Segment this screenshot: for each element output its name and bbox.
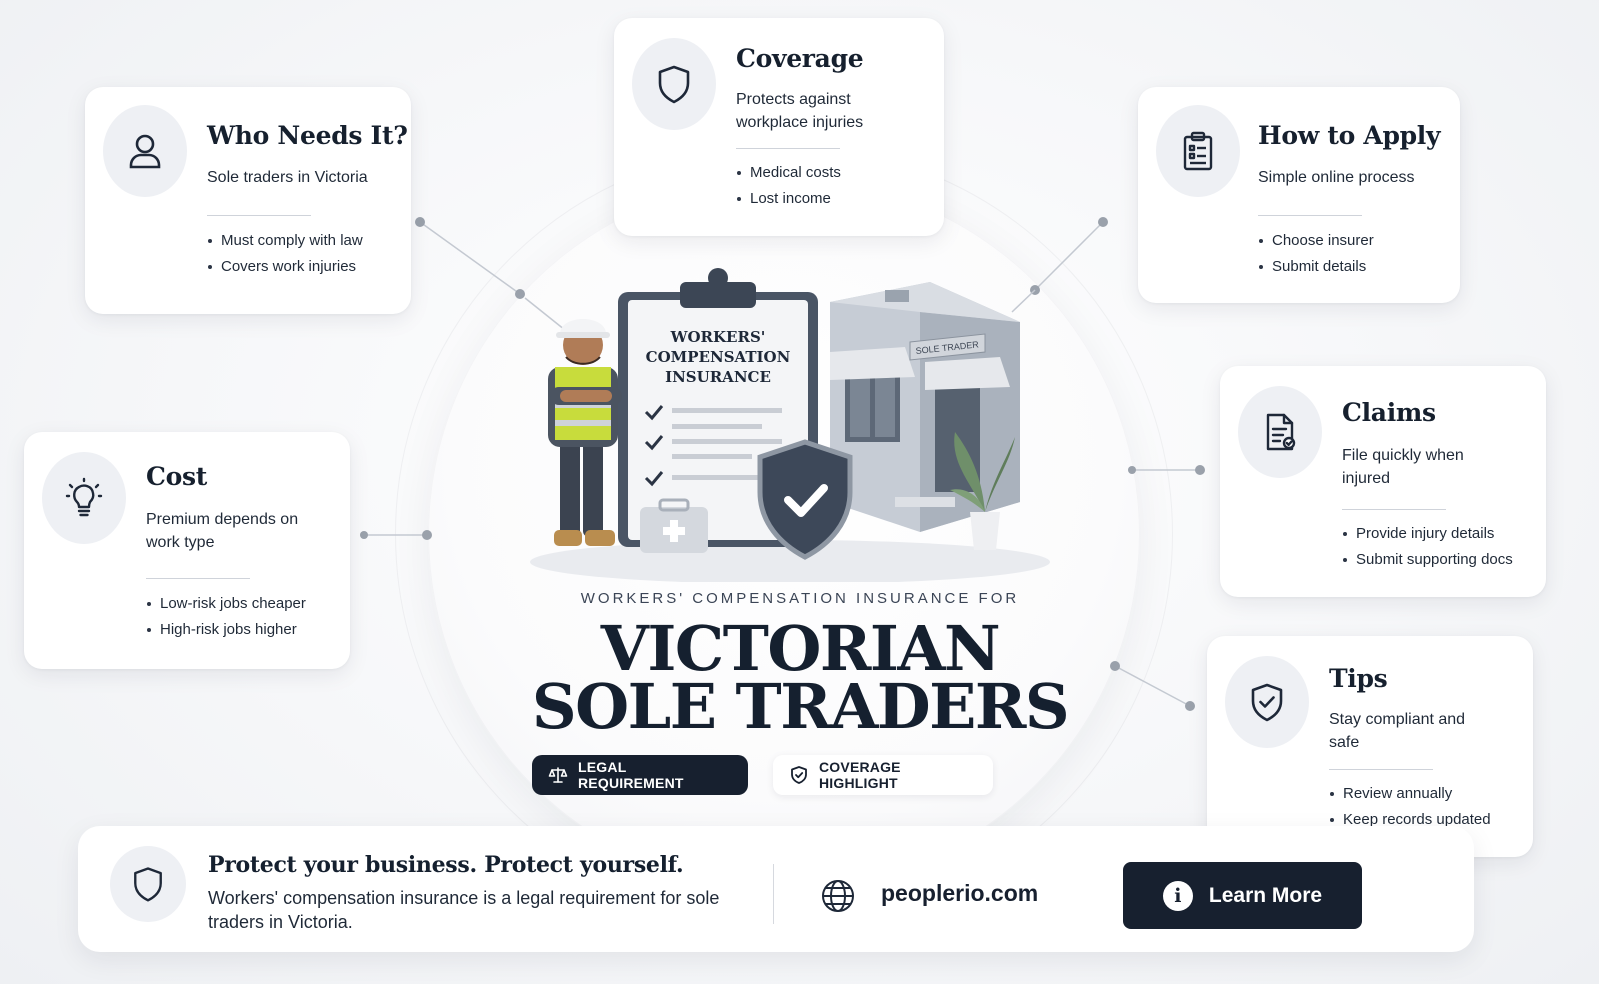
shield-icon bbox=[110, 846, 186, 922]
card-subtitle: File quickly when injured bbox=[1342, 447, 1464, 487]
shield-icon bbox=[632, 38, 716, 130]
card-bullet-list: Review annually Keep records updated bbox=[1329, 781, 1491, 833]
hero-eyebrow: WORKERS' COMPENSATION INSURANCE FOR bbox=[580, 590, 1020, 607]
list-item: Provide injury details bbox=[1342, 521, 1513, 547]
list-item: High-risk jobs higher bbox=[146, 617, 306, 643]
list-item: Keep records updated bbox=[1329, 807, 1491, 833]
clipboard-text-line: INSURANCE bbox=[665, 368, 771, 386]
learn-more-label: Learn More bbox=[1208, 883, 1323, 907]
card-divider bbox=[1258, 215, 1362, 216]
list-item: Review annually bbox=[1329, 781, 1491, 807]
card-cost: Cost Premium depends on work type Low-ri… bbox=[24, 432, 350, 669]
card-bullet-list: Low-risk jobs cheaper High-risk jobs hig… bbox=[146, 591, 306, 643]
card-who-needs-it: Who Needs It? Sole traders in Victoria M… bbox=[85, 87, 411, 314]
card-title: Cost bbox=[146, 462, 207, 491]
card-divider bbox=[1329, 769, 1433, 770]
card-subtitle: Sole traders in Victoria bbox=[207, 169, 368, 186]
card-title: Tips bbox=[1329, 664, 1388, 693]
globe-icon bbox=[822, 880, 854, 912]
card-title: Coverage bbox=[736, 44, 864, 73]
card-divider bbox=[736, 148, 840, 149]
clipboard-text-line: WORKERS' bbox=[670, 328, 766, 346]
clipboard-title-text: WORKERS' COMPENSATION INSURANCE bbox=[646, 328, 791, 386]
footer-banner: Protect your business. Protect yourself.… bbox=[78, 826, 1474, 952]
clipboard-text: WORKERS' COMPENSATION INSURANCE bbox=[646, 328, 791, 386]
card-title: Who Needs It? bbox=[207, 121, 408, 150]
card-divider bbox=[207, 215, 311, 216]
card-title: How to Apply bbox=[1258, 121, 1441, 150]
card-coverage: Coverage Protects against workplace inju… bbox=[614, 18, 944, 236]
list-item: Submit supporting docs bbox=[1342, 547, 1513, 573]
shield-badge bbox=[757, 439, 853, 560]
coverage-highlight-badge: COVERAGE HIGHLIGHT bbox=[773, 755, 993, 795]
list-item: Lost income bbox=[736, 186, 841, 212]
card-subtitle: Simple online process bbox=[1258, 169, 1415, 186]
legal-requirement-label: LEGAL REQUIREMENT bbox=[578, 759, 684, 791]
card-tips: Tips Stay compliant and safe Review annu… bbox=[1207, 636, 1533, 857]
potted-plant bbox=[950, 432, 1015, 550]
list-item: Covers work injuries bbox=[207, 254, 363, 280]
card-subtitle: Premium depends on work type bbox=[146, 511, 299, 551]
shop-building: SOLE TRADER bbox=[830, 282, 1020, 532]
list-item: Choose insurer bbox=[1258, 228, 1374, 254]
coverage-highlight-label: COVERAGE HIGHLIGHT bbox=[819, 759, 901, 791]
clipboard-icon bbox=[1156, 105, 1240, 197]
info-icon: i bbox=[1162, 880, 1193, 911]
worker-figure bbox=[548, 319, 622, 546]
list-item: Low-risk jobs cheaper bbox=[146, 591, 306, 617]
hero-title-line2: SOLE TRADERS bbox=[531, 670, 1070, 743]
hero-title-line1: VICTORIAN bbox=[600, 612, 1001, 685]
shield-check-icon bbox=[1225, 656, 1309, 748]
clipboard-text-line: COMPENSATION bbox=[646, 348, 791, 366]
footer-body: Workers' compensation insurance is a leg… bbox=[208, 888, 720, 932]
card-subtitle: Stay compliant and safe bbox=[1329, 711, 1466, 751]
shield-check-icon bbox=[791, 766, 807, 784]
website-link[interactable]: peoplerio.com bbox=[881, 880, 1039, 906]
person-icon bbox=[103, 105, 187, 197]
hero-illustration: SOLE TRADER WORKERS' COMPENSATION INSURANC… bbox=[530, 268, 1050, 582]
footer-headline: Protect your business. Protect yourself. bbox=[208, 852, 684, 878]
card-bullet-list: Medical costs Lost income bbox=[736, 160, 841, 212]
card-divider bbox=[146, 578, 250, 579]
scale-icon bbox=[548, 767, 568, 783]
lightbulb-icon bbox=[42, 452, 126, 544]
list-item: Submit details bbox=[1258, 254, 1374, 280]
first-aid-kit bbox=[640, 498, 708, 553]
card-bullet-list: Provide injury details Submit supporting… bbox=[1342, 521, 1513, 573]
card-claims: Claims File quickly when injured Provide… bbox=[1220, 366, 1546, 597]
document-check-icon bbox=[1238, 386, 1322, 478]
legal-requirement-badge: LEGAL REQUIREMENT bbox=[532, 755, 748, 795]
card-divider bbox=[1342, 509, 1446, 510]
card-title: Claims bbox=[1342, 398, 1436, 427]
card-bullet-list: Choose insurer Submit details bbox=[1258, 228, 1374, 280]
list-item: Medical costs bbox=[736, 160, 841, 186]
card-subtitle: Protects against workplace injuries bbox=[736, 91, 864, 131]
learn-more-button[interactable]: i Learn More bbox=[1123, 862, 1362, 929]
card-bullet-list: Must comply with law Covers work injurie… bbox=[207, 228, 363, 280]
list-item: Must comply with law bbox=[207, 228, 363, 254]
footer-divider bbox=[773, 864, 774, 924]
card-how-to-apply: How to Apply Simple online process Choos… bbox=[1138, 87, 1460, 303]
